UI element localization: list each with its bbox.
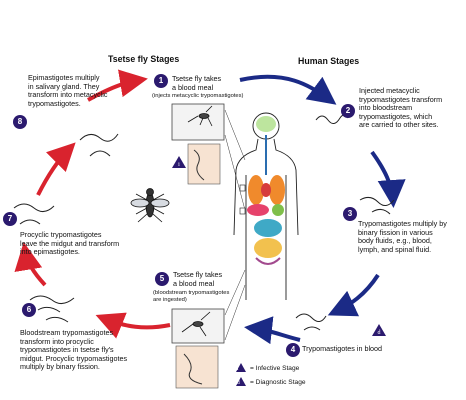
parasite-stage8 xyxy=(79,133,119,157)
parasite-stage7 xyxy=(13,203,55,225)
stage4-text: Trypomastigotes in blood xyxy=(302,344,383,353)
human-figure xyxy=(233,112,299,300)
stage1-text: Tsetse fly takes a blood meal xyxy=(172,74,222,92)
arrow-7-to-8 xyxy=(36,142,76,196)
arrow-3-to-4 xyxy=(327,273,380,317)
arrow-5-to-6 xyxy=(95,312,171,339)
stage2-text: Injected metacyclic trypomastigotes tran… xyxy=(359,86,443,130)
arrow-4-to-5 xyxy=(244,316,301,345)
legend-diagnostic-label: = Diagnostic Stage xyxy=(250,379,306,386)
stage8-text: Epimastigotes multiply in salivary gland… xyxy=(28,73,108,108)
stage1-inset xyxy=(187,143,221,185)
parasite-stage4 xyxy=(295,313,327,331)
tsetse-fly-illustration xyxy=(130,188,170,223)
stage1-image-box xyxy=(171,103,225,141)
stage3-text: Trypomastigotes multiply by binary fissi… xyxy=(358,219,447,254)
arrow-8-to-1 xyxy=(87,69,148,102)
svg-text:i: i xyxy=(178,162,180,168)
stage1-subtext: (injects metacyclic trypomastigotes) xyxy=(152,93,244,99)
stage5-subtext: (bloodstream trypomastigotes are ingeste… xyxy=(153,290,230,303)
stage-badge-4: 4 xyxy=(286,343,300,357)
stage-badge-2: 2 xyxy=(341,104,355,118)
svg-text:d: d xyxy=(378,330,381,336)
legend-diagnostic-symbol: d xyxy=(237,380,240,386)
tsetse-header: Tsetse fly Stages xyxy=(108,54,180,64)
infective-marker-stage1: i xyxy=(172,156,186,168)
legend-infective-symbol: i xyxy=(237,366,239,372)
stage-badge-5: 5 xyxy=(155,272,169,286)
stage5-inset xyxy=(175,345,219,389)
stage-badge-7: 7 xyxy=(3,212,17,226)
stage-badge-6: 6 xyxy=(22,303,36,317)
arrow-2-to-3 xyxy=(370,150,406,208)
legend-infective-label: = Infective Stage xyxy=(250,365,300,372)
arrow-6-to-7 xyxy=(14,242,47,287)
stage6-text: Bloodstream trypomastigotes transform in… xyxy=(20,328,128,372)
parasite-stage6 xyxy=(29,295,75,323)
stage-badge-3: 3 xyxy=(343,207,357,221)
legend-diagnostic-icon xyxy=(236,377,246,386)
stage5-text: Tsetse fly takes a blood meal xyxy=(173,270,223,288)
parasite-stage3 xyxy=(359,196,395,215)
arrow-1-to-2 xyxy=(239,74,337,105)
legend-infective-icon xyxy=(236,363,246,372)
stage7-text: Procyclic trypomastigotes leave the midg… xyxy=(20,230,120,257)
stage-badge-1: 1 xyxy=(154,74,168,88)
stage-badge-8: 8 xyxy=(13,115,27,129)
human-header: Human Stages xyxy=(298,56,360,66)
diagnostic-marker-stage4: d xyxy=(372,324,386,336)
